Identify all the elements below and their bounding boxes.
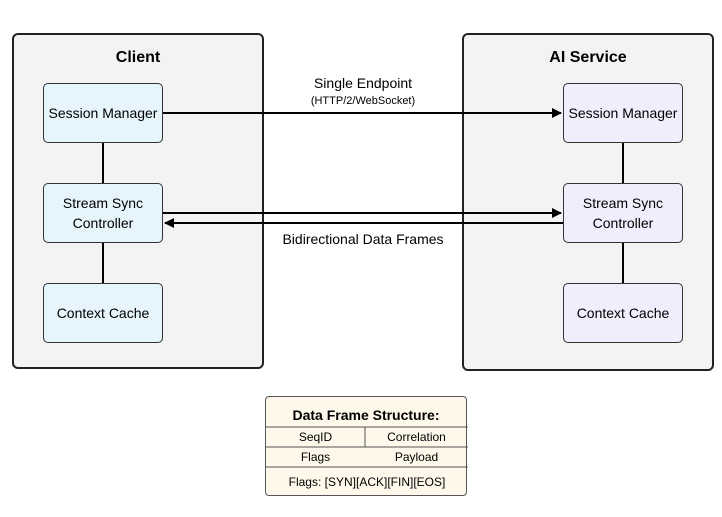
frame-cell-payload: Payload bbox=[394, 450, 439, 464]
frame-cell-seqid: SeqID bbox=[298, 430, 333, 444]
endpoint-label: Single Endpoint bbox=[313, 75, 413, 91]
service-title: AI Service bbox=[549, 49, 627, 66]
frame-structure-title: Data Frame Structure: bbox=[292, 407, 440, 423]
client-context-cache: Context Cache bbox=[43, 283, 163, 343]
frame-cell-flags: Flags bbox=[300, 450, 331, 464]
frame-flags-list: Flags: [SYN][ACK][FIN][EOS] bbox=[288, 475, 446, 489]
service-context-cache: Context Cache bbox=[563, 283, 683, 343]
client-session-manager: Session Manager bbox=[43, 83, 163, 143]
service-stream-sync-controller: Stream Sync Controller bbox=[563, 183, 683, 243]
frame-cell-correlation: Correlation bbox=[387, 430, 446, 444]
data-frames-label: Bidirectional Data Frames bbox=[282, 231, 444, 247]
data-frame-structure: Data Frame Structure: SeqID Correlation … bbox=[265, 396, 468, 496]
service-session-manager: Session Manager bbox=[563, 83, 683, 143]
client-title: Client bbox=[115, 49, 161, 66]
frame-grid-lines bbox=[266, 426, 468, 468]
client-stream-sync-controller: Stream Sync Controller bbox=[43, 183, 163, 243]
endpoint-protocol-label: (HTTP/2/WebSocket) bbox=[310, 95, 416, 107]
